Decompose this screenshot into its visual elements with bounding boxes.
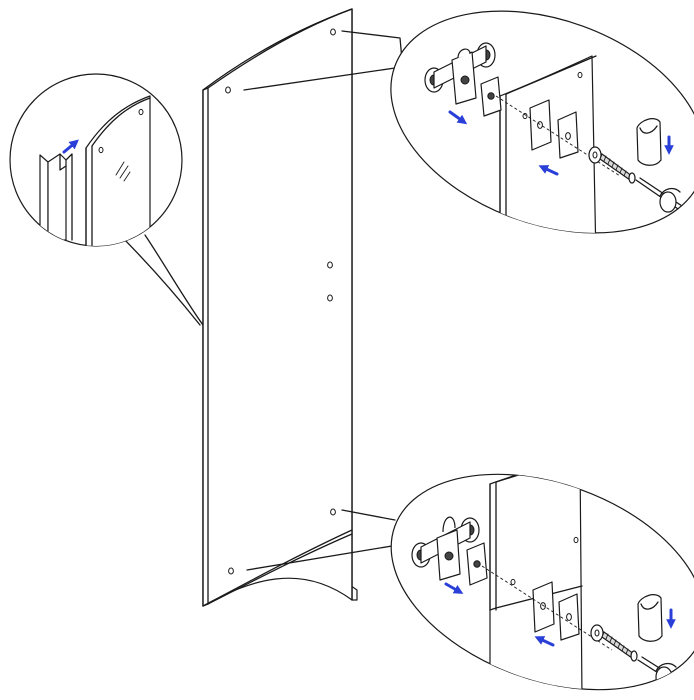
glass-reflection-marks (115, 161, 131, 182)
screw-thread (603, 155, 627, 177)
screw-thread (605, 633, 629, 655)
screwdriver-icon (635, 177, 694, 221)
screw-icon (601, 631, 638, 662)
cap-body (637, 594, 663, 642)
hinge-assembly-axis (481, 565, 613, 651)
arrow-icon (538, 165, 559, 176)
hinge-assembly-axis (495, 95, 621, 177)
hinge-top-loop (457, 48, 471, 59)
hinge-gasket-hole-3 (565, 132, 571, 140)
seal-glass-hole (98, 146, 104, 154)
seal-glass-hole-2 (138, 108, 144, 116)
cap-icon (636, 118, 662, 166)
screwdriver-handle-arc (655, 662, 677, 672)
panel-hole-middle-upper (327, 261, 333, 269)
seal-strip-fold (59, 153, 67, 171)
top-hinge-detail (390, 10, 694, 261)
panel-top-edge (207, 8, 353, 89)
panel-bottom-edge (202, 529, 353, 607)
arrow-icon (444, 582, 464, 594)
cap-body (636, 118, 662, 166)
panel-bottom-edge-back (207, 533, 353, 605)
bottom-glass-section (489, 454, 583, 700)
panel-face (202, 8, 353, 607)
leader-bottom-upper (341, 509, 396, 521)
edge-seal-detail (9, 73, 183, 247)
seal-strip-icon (47, 153, 67, 241)
panel-hole-middle-lower (327, 294, 333, 302)
bottom-hinge-detail (390, 454, 694, 700)
bottom-glass-hole (573, 536, 579, 544)
leader-left-upper (116, 231, 201, 326)
bottom-glass-bottom (489, 585, 583, 611)
arrow-icon (62, 139, 79, 154)
hinge-gasket-hole-2 (537, 121, 543, 129)
top-glass-top (505, 55, 597, 95)
screwdriver-handle-ring (659, 191, 677, 213)
screw-head (628, 172, 636, 184)
seal-glass-panel (85, 95, 151, 246)
hinge-gasket-hole-3 (566, 613, 572, 621)
seal-glass-top (91, 97, 151, 147)
top-glass-hole-2 (577, 71, 583, 79)
seal-strip-back (39, 154, 49, 241)
screw-head (630, 650, 638, 662)
hinge-top-post (442, 516, 456, 533)
bottom-glass-hole-2 (510, 578, 516, 586)
arrow-icon (534, 636, 555, 647)
hinge-plate-screw (460, 75, 470, 85)
cap-notch (640, 601, 659, 610)
cap-notch (639, 125, 658, 134)
washer-hole (592, 151, 598, 159)
cap-icon (637, 594, 663, 642)
washer-hole (594, 629, 600, 637)
hinge-plate-screw (444, 551, 454, 561)
panel-hole-bottom-left (228, 567, 234, 575)
screwdriver-handle-arc (659, 187, 681, 197)
glass-panel (202, 8, 358, 607)
leader-left-lower (144, 234, 204, 326)
seal-strip-lip (65, 153, 73, 241)
hinge-gasket-hole-2 (540, 602, 546, 610)
hinge-gasket-hole-1 (487, 92, 495, 100)
arrow-icon (448, 110, 468, 125)
hinge-icon (424, 42, 496, 105)
panel-hole-bottom-right (330, 508, 336, 516)
leader-bottom-lower (246, 544, 399, 571)
hinge-gasket-hole-1 (473, 560, 481, 568)
top-glass-hole (522, 112, 528, 120)
hinge-icon (411, 516, 480, 581)
panel-hole-top-right (330, 28, 336, 36)
panel-hole-top-left (225, 86, 231, 94)
screw-icon (599, 153, 636, 184)
screwdriver-handle-ring (655, 666, 673, 688)
leader-top-lower (243, 67, 396, 91)
